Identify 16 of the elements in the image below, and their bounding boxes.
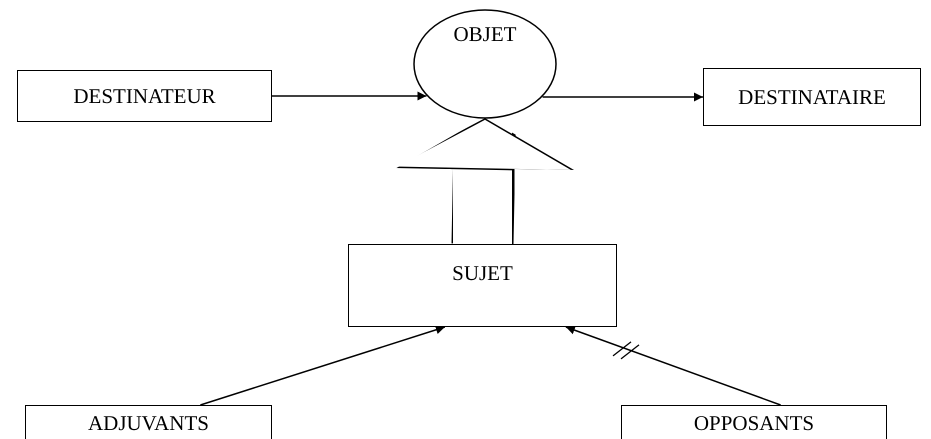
arrow (566, 326, 781, 406)
actant-box (621, 405, 887, 439)
actant-label: DESTINATAIRE (738, 84, 886, 110)
actant-label: DESTINATEUR (73, 84, 216, 108)
arrow (200, 325, 446, 406)
actant-label: ADJUVANTS (88, 410, 209, 436)
actant-box (17, 70, 272, 122)
arrow (272, 92, 426, 100)
actant-label: OBJET (454, 22, 516, 46)
actant-label: OPPOSANTS (694, 410, 814, 436)
actant-box (703, 68, 921, 126)
actant-box (25, 405, 272, 439)
object-ellipse (413, 9, 557, 119)
actant-label: SUJET (452, 261, 513, 286)
actant-box (348, 244, 617, 327)
arrow (542, 92, 703, 102)
